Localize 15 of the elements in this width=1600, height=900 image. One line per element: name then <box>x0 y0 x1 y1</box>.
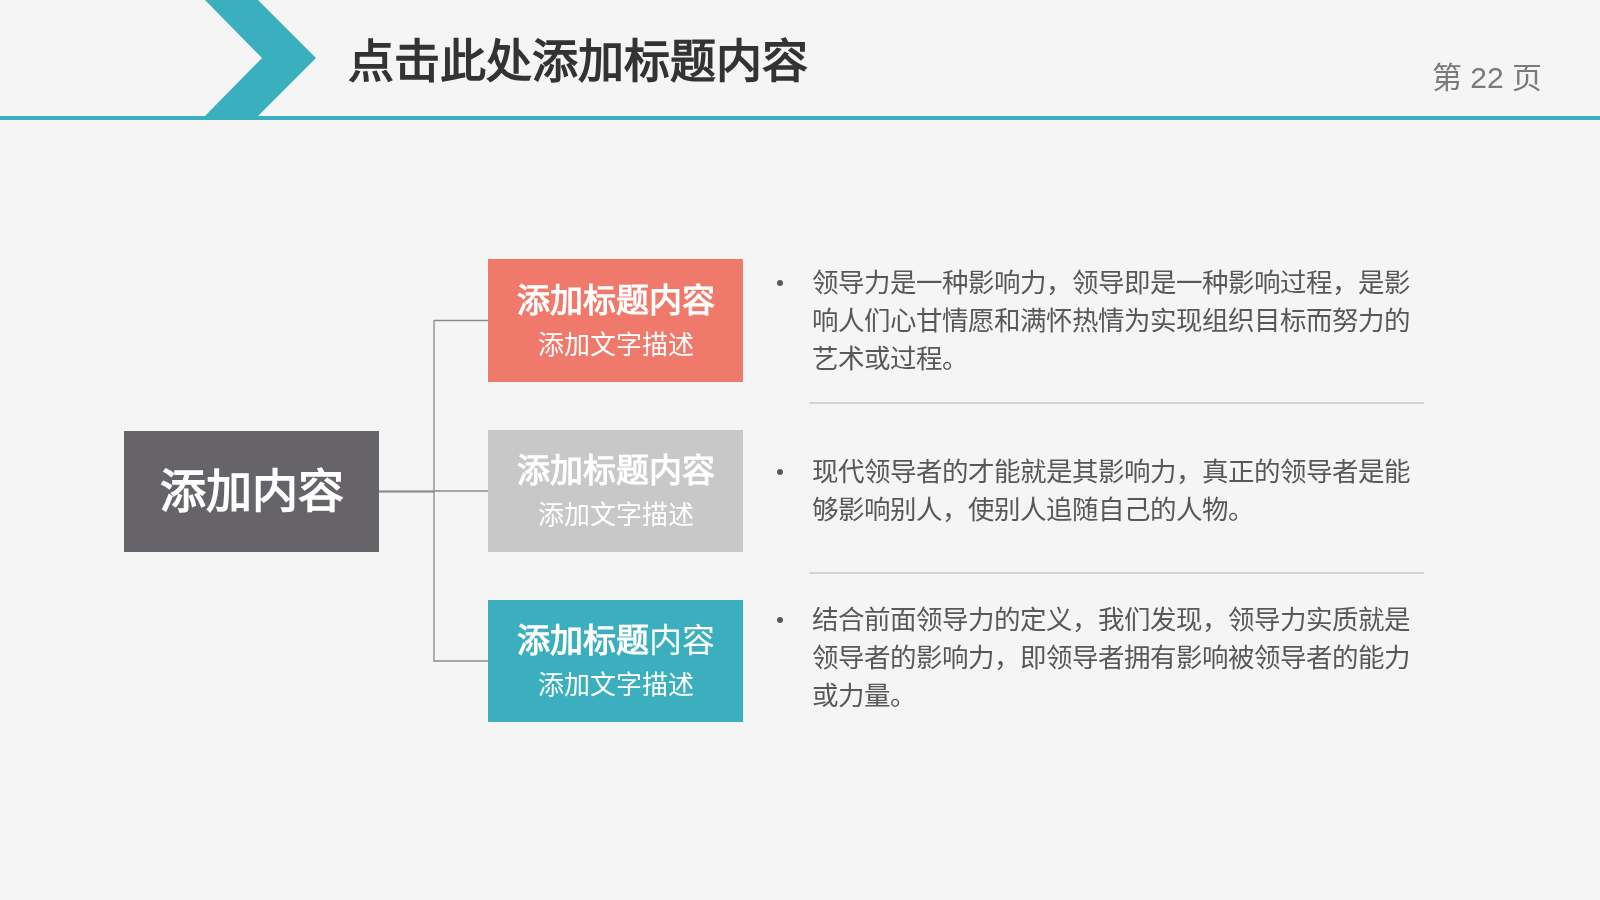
root-box <box>124 431 379 552</box>
bullet-text: 现代领导者的才能就是其影响力，真正的领导者是能够影响别人，使别人追随自己的人物。 <box>812 456 1411 527</box>
topic-title: 添加标题内容 <box>516 621 715 662</box>
page-number: 第 22 页 <box>1432 60 1543 96</box>
topic-subtitle: 添加文字描述 <box>537 328 694 362</box>
topic-box <box>488 259 743 382</box>
bullet-text: 领导力是一种影响力，领导即是一种影响过程，是影响人们心甘情愿和满怀热情为实现组织目标而努力的艺术或过程。 <box>812 267 1411 376</box>
slide-title: 点击此处添加标题内容 <box>348 34 808 89</box>
topic-title: 添加标题内容 <box>516 280 715 321</box>
topic-subtitle: 添加文字描述 <box>537 669 694 702</box>
topic-box <box>488 430 743 552</box>
connector-line <box>378 490 489 662</box>
topic-box <box>488 600 743 722</box>
root-label: 添加内容 <box>159 463 344 519</box>
bullet-text: 结合前面领导力的定义，我们发现，领导力实质就是领导者的影响力，即领导者拥有影响被领导者的能力或力量。 <box>812 604 1411 713</box>
